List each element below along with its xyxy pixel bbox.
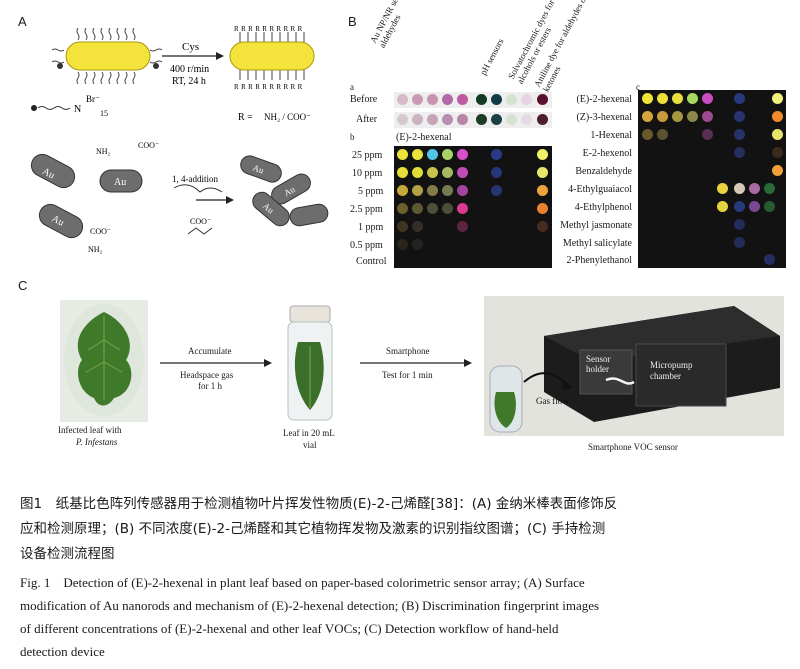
hexenal-header: (E)-2-hexenal — [396, 132, 452, 143]
svg-text:RRRRRRRRRR: RRRRRRRRRR — [234, 25, 305, 33]
concentration-grid — [394, 146, 552, 268]
conc-25ppm: 25 ppm — [352, 150, 383, 161]
header-au-sensors: Au NP/NR sensors for α,β-unsaturated ald… — [368, 0, 442, 50]
au-label-5: Au — [282, 184, 297, 198]
bromide-label: Br⁻ — [86, 94, 100, 104]
step1-arrow — [160, 359, 272, 367]
leaf-caption-line2: P. Infestans — [76, 437, 118, 447]
voc-benzaldehyde: Benzaldehyde — [575, 166, 632, 177]
step2-bottom-label: Test for 1 min — [382, 370, 433, 380]
svg-text:COO⁻: COO⁻ — [190, 217, 211, 226]
panel-a-scheme: Cys 400 r/min RT, 24 h RRRRRRRRRR RRRRRR… — [30, 25, 329, 254]
au-label-3: Au — [114, 177, 126, 188]
svg-text:NH₂: NH₂ — [96, 147, 111, 156]
voc-4-ethylguaiacol: 4-Ethylguaiacol — [568, 184, 632, 195]
voc-2-phenylethanol: 2-Phenylethanol — [566, 255, 632, 266]
voc-grid — [638, 90, 786, 268]
caption-en-line4: detection device — [20, 644, 105, 659]
step2-top-label: Smartphone — [386, 346, 430, 356]
svg-text:RRRRRRRRRR: RRRRRRRRRR — [234, 83, 305, 91]
svg-text:COO⁻: COO⁻ — [138, 141, 159, 150]
condition-time: RT, 24 h — [172, 76, 206, 87]
caption-en-line1: Fig. 1 Detection of (E)-2-hexenal in pla… — [20, 575, 585, 590]
conc-2p5ppm: 2.5 ppm — [350, 204, 383, 215]
au-label-1: Au — [40, 166, 56, 181]
step1-bottom-label-1: Headspace gas — [180, 370, 234, 380]
device-photo: Sensor holder Micropump chamber Gas flow — [484, 296, 784, 436]
voc-1-hexenal: 1-Hexenal — [590, 130, 632, 141]
vial-photo — [282, 302, 338, 422]
voc-e2-hexenol: E-2-hexenol — [582, 148, 632, 159]
caption-cn-line3: 设备检测流程图 — [20, 546, 115, 562]
step1-top-label: Accumulate — [188, 346, 232, 356]
voc-4-ethylphenol: 4-Ethylphenol — [574, 202, 632, 213]
condition-speed: 400 r/min — [170, 64, 209, 75]
voc-methyl-jasmonate: Methyl jasmonate — [560, 220, 632, 231]
conc-10ppm: 10 ppm — [352, 168, 383, 179]
leaf-caption-line1: Infected leaf with — [58, 425, 122, 435]
svg-text:NH₂: NH₂ — [88, 245, 103, 254]
panel-a-label: A — [18, 14, 27, 29]
micropump-label: Micropump chamber — [650, 360, 693, 381]
vial-caption-line2: vial — [303, 440, 317, 450]
svg-text:COO⁻: COO⁻ — [90, 227, 111, 236]
voc-methyl-salicylate: Methyl salicylate — [562, 238, 632, 249]
conc-5ppm: 5 ppm — [358, 186, 384, 197]
conc-0p5ppm: 0.5 ppm — [350, 240, 383, 251]
chain-subscript: 15 — [100, 109, 108, 118]
device-caption: Smartphone VOC sensor — [588, 442, 678, 452]
addition-label: 1, 4-addition — [172, 174, 218, 184]
step1-bottom-label-2: for 1 h — [198, 381, 222, 391]
svg-text:N: N — [74, 104, 81, 115]
vial-caption-line1: Leaf in 20 mL — [283, 428, 335, 438]
sub-label-c: c — [636, 82, 640, 92]
reagent-label: Cys — [182, 41, 199, 53]
conc-1ppm: 1 ppm — [358, 222, 384, 233]
au-label-4: Au — [251, 163, 265, 176]
caption-cn-line2: 应和检测原理；(B) 不同浓度(E)-2-己烯醛和其它植物挥发物及激素的识别指纹… — [20, 521, 606, 537]
before-strip — [394, 92, 552, 108]
sub-label-b: b — [350, 132, 355, 142]
panel-c-label: C — [18, 278, 28, 293]
r-group-structure: NH₂ / COO⁻ — [264, 112, 311, 122]
caption-cn-line1: 图1 纸基比色阵列传感器用于检测植物叶片挥发性物质(E)-2-己烯醛[38]：(… — [20, 496, 618, 512]
step2-arrow — [360, 359, 472, 367]
cys-nanorod: RRRRRRRRRR RRRRRRRRRR — [229, 25, 315, 91]
gas-flow-label: Gas flow — [536, 396, 569, 406]
sub-label-a: a — [350, 82, 354, 92]
after-label: After — [356, 114, 378, 125]
au-label-2: Au — [50, 213, 66, 228]
ctab-nanorod — [51, 27, 163, 85]
caption-en-line3: of different concentrations of (E)-2-hex… — [20, 621, 559, 636]
before-label: Before — [350, 94, 378, 105]
voc-z3-hexenal: (Z)-3-hexenal — [576, 112, 632, 123]
after-strip — [394, 112, 552, 128]
mechanism-scheme: Au Au Au COO⁻ NH₂ COO⁻ NH₂ 1, 4-addition… — [30, 141, 329, 254]
conc-control: Control — [356, 256, 387, 267]
panel-b-label: B — [348, 14, 357, 29]
sensor-holder-label: Sensor holder — [586, 354, 611, 374]
caption-en-line2: modification of Au nanorods and mechanis… — [20, 598, 600, 613]
infected-leaf-photo — [60, 300, 148, 422]
voc-e2-hexenal: (E)-2-hexenal — [576, 94, 632, 105]
r-group-def: R = — [238, 112, 253, 123]
